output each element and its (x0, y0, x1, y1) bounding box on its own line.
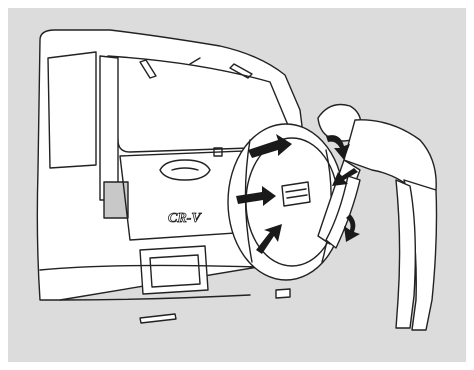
cover-label (282, 182, 310, 206)
tailgate-handle (160, 160, 210, 180)
exhaust (276, 289, 290, 298)
bumper-step (140, 314, 176, 323)
leg-front (396, 180, 415, 328)
arrow-right-bottom (344, 214, 360, 242)
side-window (48, 52, 96, 168)
vehicle-badge: CR-V (168, 211, 202, 226)
left-pillar (100, 56, 118, 200)
